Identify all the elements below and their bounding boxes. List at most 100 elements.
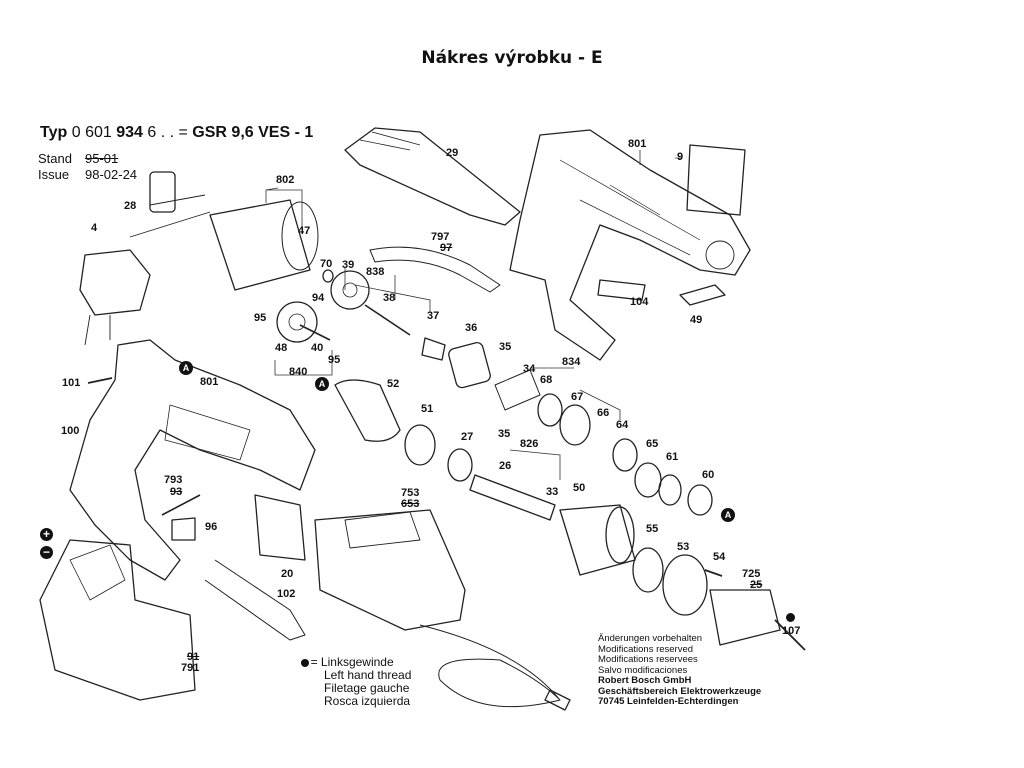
bearing-part: [447, 448, 473, 482]
note-line: Modifications reservees: [598, 654, 698, 665]
part-label: 101: [62, 377, 81, 389]
label-part: [686, 144, 746, 216]
part-label: 840: [289, 366, 308, 378]
part-label: 802: [276, 174, 295, 186]
part-label: 35: [498, 428, 511, 440]
housing-right-part: [509, 129, 751, 361]
spindle-part: [469, 474, 556, 521]
gear-part: [330, 270, 370, 310]
part-label: 725: [742, 568, 761, 580]
plus-marker: +: [40, 528, 53, 541]
ring-part: [632, 547, 664, 593]
part-label: 49: [690, 314, 703, 326]
part-label: 37: [427, 310, 440, 322]
minus-marker: −: [40, 546, 53, 559]
label-part: [254, 494, 306, 561]
part-label: 95: [254, 312, 267, 324]
type-header: Typ 0 601 934 6 . . = GSR 9,6 VES - 1: [40, 124, 313, 142]
part-label: 826: [520, 438, 539, 450]
part-label: 66: [597, 407, 610, 419]
part-label: 28: [124, 200, 137, 212]
part-label: 4: [91, 222, 98, 234]
belt-part: [369, 246, 501, 293]
legend-line: Rosca izquierda: [324, 694, 411, 708]
part-label: 33: [546, 486, 559, 498]
part-label: 26: [499, 460, 512, 472]
part-label: 97: [440, 242, 453, 254]
cover-part: [344, 127, 521, 226]
stand-row: Stand 95-01: [38, 151, 118, 166]
part-label: 48: [275, 342, 288, 354]
company-line: Geschäftsbereich Elektrowerkzeuge: [598, 685, 762, 697]
brush-holder-part: [149, 171, 176, 213]
part-label: 797: [431, 231, 450, 243]
part-label: 9: [677, 151, 684, 163]
part-label: 54: [713, 551, 726, 563]
part-label: 791: [181, 662, 200, 674]
company-line: 70745 Leinfelden-Echterdingen: [598, 696, 739, 707]
legend-line: = Linksgewinde: [310, 655, 394, 669]
part-label: 65: [646, 438, 659, 450]
housing-left-part: [69, 339, 316, 581]
part-label: 653: [401, 498, 420, 510]
gear-nut-part: [559, 504, 636, 576]
part-label: 61: [666, 451, 679, 463]
typ-number-b: 934: [116, 124, 143, 141]
part-label: 29: [446, 147, 459, 159]
part-label: 801: [200, 376, 219, 388]
issue-value: 98-02-24: [85, 167, 138, 182]
ring-part: [537, 393, 563, 427]
part-label: 68: [540, 374, 553, 386]
part-label: 39: [342, 259, 355, 271]
legend-line: Filetage gauche: [324, 681, 410, 695]
clip-part: [679, 284, 726, 306]
part-label: 20: [281, 568, 294, 580]
part-label: 94: [312, 292, 325, 304]
part-label: 70: [320, 258, 333, 270]
power-cord: [419, 624, 561, 708]
stand-value: 95-01: [85, 151, 119, 166]
issue-row: Issue 98-02-24: [38, 167, 137, 182]
marker-a: A: [315, 377, 329, 391]
part-label: 38: [383, 292, 396, 304]
coupling-part: [404, 424, 436, 466]
stand-label: Stand: [38, 151, 72, 166]
typ-label: Typ: [40, 124, 68, 141]
ring-part: [448, 341, 491, 389]
switch-plate-part: [597, 279, 646, 301]
left-thread-dot: [301, 659, 309, 667]
wire-part: [204, 559, 306, 641]
left-hand-thread-legend: ● = Linksgewinde Left hand thread Fileta…: [300, 656, 411, 708]
clutch-part: [662, 554, 708, 616]
part-label: 753: [401, 487, 420, 499]
note-line: Modifications reserved: [598, 643, 694, 655]
part-label: 834: [562, 356, 581, 368]
part-label: 102: [277, 588, 296, 600]
part-label: 34: [523, 363, 536, 375]
part-label: 107: [782, 625, 801, 637]
issue-label: Issue: [38, 167, 70, 182]
part-label: 96: [205, 521, 218, 533]
plate-part: [559, 404, 591, 446]
part-label: 53: [677, 541, 690, 553]
sleeve-part: [334, 379, 401, 442]
part-label: 55: [646, 523, 659, 535]
bracket-part: [171, 517, 196, 541]
part-label: 60: [702, 469, 715, 481]
part-label: 27: [461, 431, 474, 443]
model-name: GSR 9,6 VES - 1: [192, 124, 314, 141]
company-line: Robert Bosch GmbH: [598, 675, 692, 686]
part-label: 40: [311, 342, 324, 354]
switch-part: [79, 249, 151, 316]
chuck-part: [709, 589, 781, 646]
typ-number-a: 0 601: [71, 124, 112, 141]
part-label: 51: [421, 403, 434, 415]
left-thread-dot: [786, 613, 795, 622]
part-label: 47: [298, 225, 311, 237]
part-label: 64: [616, 419, 629, 431]
part-label: 52: [387, 378, 400, 390]
part-label: 67: [571, 391, 584, 403]
modification-notes: Änderungen vorbehalten Modifications res…: [598, 633, 762, 708]
part-label: 35: [499, 341, 512, 353]
